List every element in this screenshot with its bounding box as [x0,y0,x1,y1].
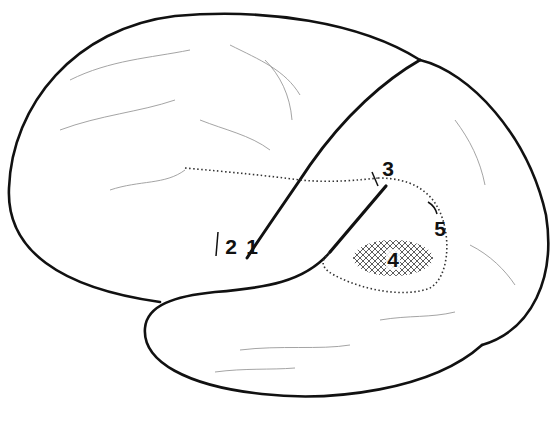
callout-number: 2 [224,236,238,257]
sulci [60,45,515,372]
callout-number: 1 [245,236,259,257]
callout-number: 5 [433,218,447,239]
callout-number: 3 [381,158,395,179]
brain-outline [9,14,548,396]
tick-marks [216,172,437,256]
hatched-area [353,240,433,276]
callout-number: 4 [386,249,400,270]
dotted-boundary [185,168,447,293]
